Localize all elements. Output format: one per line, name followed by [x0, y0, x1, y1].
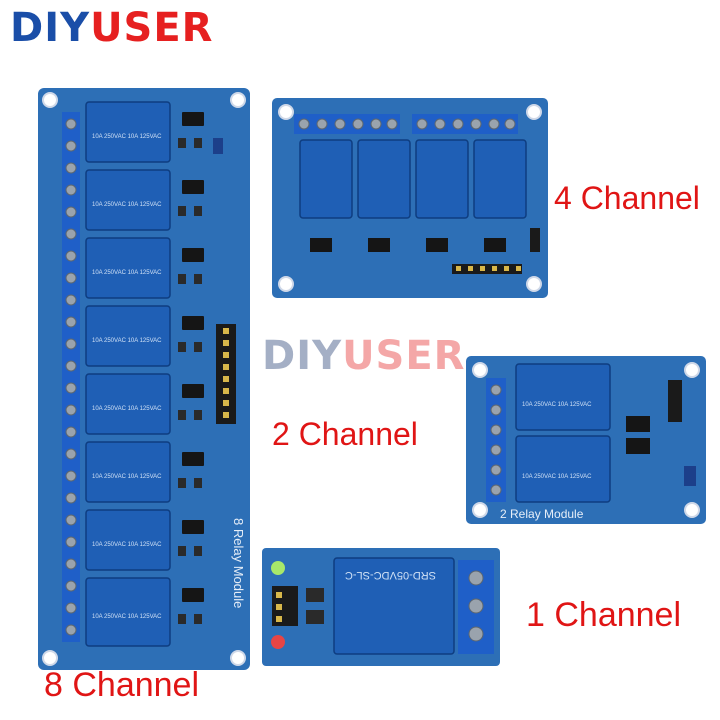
watermark-part2: USER — [342, 333, 466, 379]
label-2-channel: 2 Channel — [272, 416, 418, 452]
svg-text:10A 250VAC 10A 125VAC: 10A 250VAC 10A 125VAC — [92, 270, 162, 276]
brand-part1: DIY — [10, 5, 91, 51]
relay-board-8-channel: 10A 250VAC 10A 125VAC 10A 250VAC 10A 125… — [38, 88, 250, 670]
relay-board-1-channel: SRD-05VDC-SL-C — [262, 548, 500, 666]
svg-text:10A 250VAC 10A 125VAC: 10A 250VAC 10A 125VAC — [92, 134, 162, 140]
label-8-channel: 8 Channel — [44, 666, 200, 704]
brand-part2: USER — [90, 5, 214, 51]
svg-text:10A 250VAC 10A 125VAC: 10A 250VAC 10A 125VAC — [92, 338, 162, 344]
label-1-channel: 1 Channel — [526, 596, 682, 634]
svg-text:10A 250VAC 10A 125VAC: 10A 250VAC 10A 125VAC — [92, 202, 162, 208]
watermark-part1: DIY — [262, 333, 343, 379]
svg-text:10A 250VAC 10A 125VAC: 10A 250VAC 10A 125VAC — [522, 474, 592, 480]
svg-text:10A 250VAC 10A 125VAC: 10A 250VAC 10A 125VAC — [92, 542, 162, 548]
svg-text:10A 250VAC 10A 125VAC: 10A 250VAC 10A 125VAC — [92, 474, 162, 480]
svg-text:10A 250VAC 10A 125VAC: 10A 250VAC 10A 125VAC — [92, 406, 162, 412]
svg-text:10A 250VAC 10A 125VAC: 10A 250VAC 10A 125VAC — [92, 614, 162, 620]
brand-logo: DIYUSER — [10, 8, 213, 48]
board-2-module-text: 2 Relay Module — [500, 507, 584, 521]
watermark-logo: DIYUSER — [262, 336, 465, 376]
board-1-relay-model: SRD-05VDC-SL-C — [345, 569, 436, 581]
relay-board-4-channel — [272, 98, 548, 298]
label-4-channel: 4 Channel — [554, 180, 700, 216]
board-8-module-text: 8 Relay Module — [231, 518, 246, 608]
svg-text:10A 250VAC 10A 125VAC: 10A 250VAC 10A 125VAC — [522, 402, 592, 408]
relay-board-2-channel: 10A 250VAC 10A 125VAC 10A 250VAC 10A 125… — [466, 356, 706, 524]
